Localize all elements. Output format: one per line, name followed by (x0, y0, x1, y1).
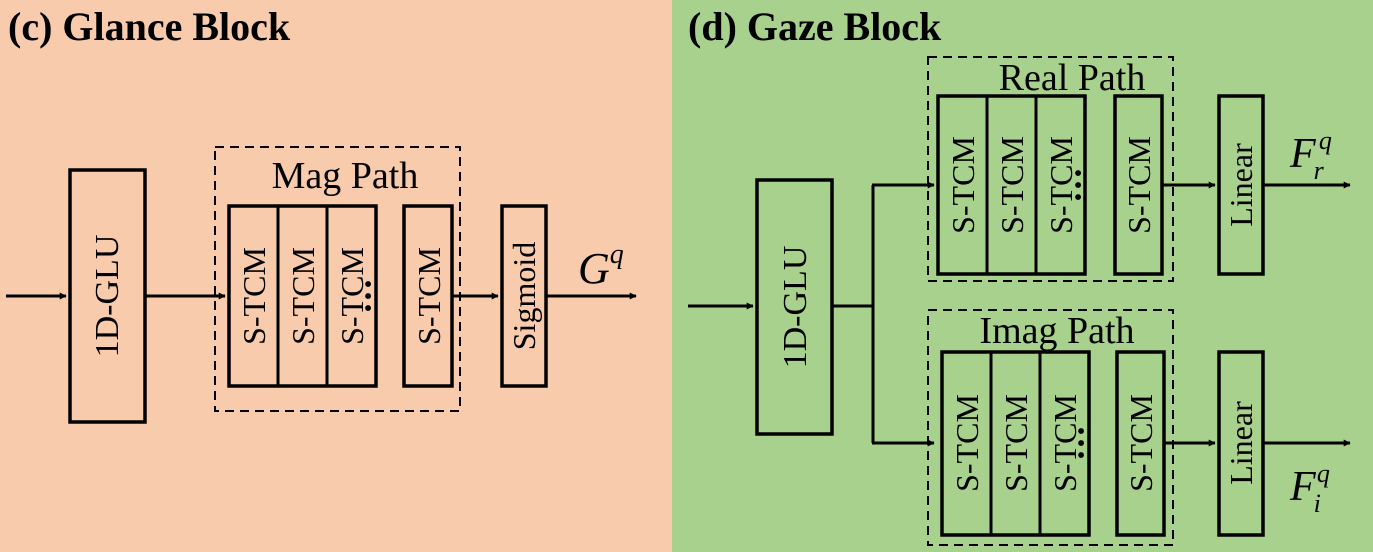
real-ellipsis: ··· (1058, 167, 1098, 203)
glance-block-panel: (c) Glance Block 1D-GLU Mag Path S-TCM S… (0, 0, 672, 552)
glance-title: (c) Glance Block (8, 4, 291, 49)
real-linear-label: Linear (1223, 143, 1259, 227)
real-tcm-label: S-TCM (1121, 136, 1157, 234)
mag-path-container (214, 146, 461, 412)
glance-output-label: Gq (578, 239, 624, 293)
gaze-background (672, 0, 1373, 552)
imag-ellipsis: ··· (1061, 425, 1101, 461)
gaze-glu-label: 1D-GLU (777, 246, 814, 369)
gaze-title: (d) Gaze Block (688, 4, 942, 49)
real-path-container (927, 56, 1174, 282)
imag-tcm-label: S-TCM (1123, 394, 1159, 492)
real-tcm-label: S-TCM (994, 136, 1030, 234)
real-tcm-label: S-TCM (945, 136, 981, 234)
gaze-block-panel: (d) Gaze Block 1D-GLU Real Path S-TCM S-… (672, 0, 1373, 552)
imag-tcm-group (940, 350, 1091, 537)
mag-path-label: Mag Path (272, 155, 419, 197)
imag-tcm-label: S-TCM (949, 394, 985, 492)
real-tcm-group (936, 94, 1087, 276)
mag-ellipsis: ··· (348, 278, 388, 314)
real-tcm-label: S-TCM (1043, 136, 1079, 234)
sigmoid-label: Sigmoid (506, 242, 542, 350)
imag-output-label: Fiq (1289, 459, 1330, 518)
mag-tcm-label: S-TCM (334, 247, 370, 345)
imag-tcm-label: S-TCM (998, 394, 1034, 492)
imag-linear-label: Linear (1223, 401, 1259, 485)
glance-glu-label: 1D-GLU (89, 235, 126, 358)
mag-tcm-label: S-TCM (236, 247, 272, 345)
imag-path-container (927, 309, 1174, 546)
mag-tcm-group (227, 204, 378, 388)
imag-path-label: Imag Path (979, 310, 1134, 352)
glance-background (0, 0, 672, 552)
mag-tcm-label: S-TCM (411, 247, 447, 345)
imag-tcm-label: S-TCM (1047, 394, 1083, 492)
mag-tcm-label: S-TCM (285, 247, 321, 345)
real-output-label: Frq (1289, 126, 1332, 185)
real-path-label: Real Path (999, 57, 1146, 99)
